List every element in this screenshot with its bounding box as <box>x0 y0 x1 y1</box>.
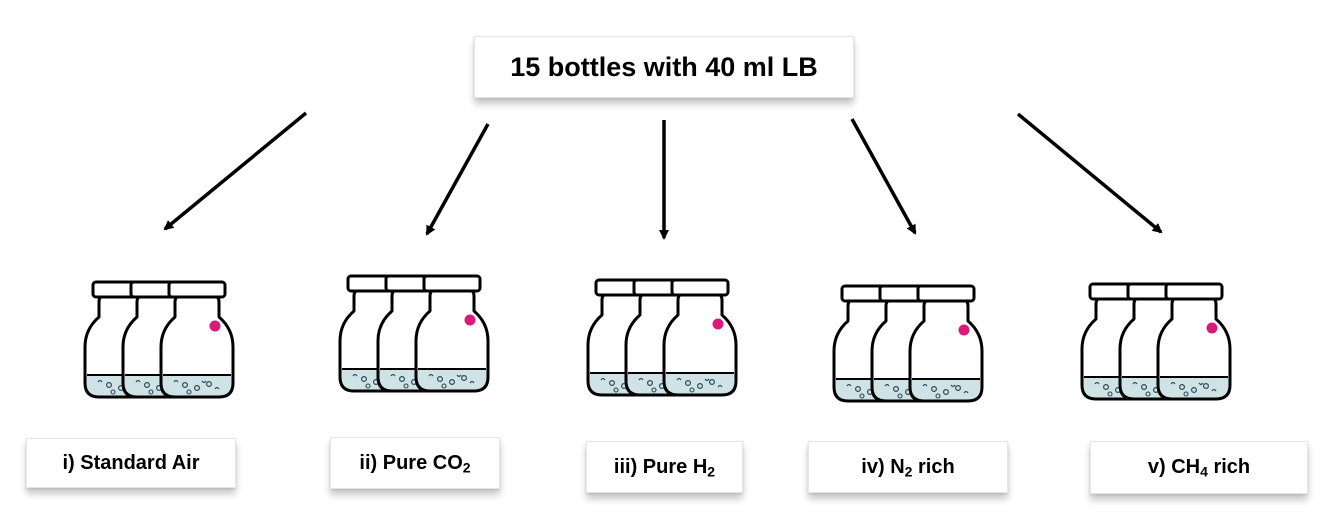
group-label-text: v) CH4 rich <box>1147 456 1251 480</box>
arrow-to-group-4 <box>850 118 917 235</box>
group-label-n2-rich: iv) N2 rich <box>808 441 1008 493</box>
group-label-pure-co2: ii) Pure CO2 <box>330 437 500 489</box>
arrow-to-group-2 <box>425 123 490 236</box>
group-label-text: iii) Pure H2 <box>613 455 716 479</box>
bottle-triplet-icon-3 <box>584 280 740 397</box>
group-label-standard-air: i) Standard Air <box>26 438 236 488</box>
source-bottles-box: 15 bottles with 40 ml LB <box>474 36 854 98</box>
group-label-text: iv) N2 rich <box>861 455 955 479</box>
arrow-to-group-1 <box>163 111 308 231</box>
group-label-pure-h2: iii) Pure H2 <box>586 441 743 493</box>
group-label-ch4-rich: v) CH4 rich <box>1090 441 1308 494</box>
bottle-triplet-icon-4 <box>830 286 986 403</box>
group-label-text: i) Standard Air <box>62 451 200 474</box>
bottle-triplet-icon-5 <box>1078 284 1234 401</box>
source-bottles-label: 15 bottles with 40 ml LB <box>510 51 818 82</box>
bottle-triplet-icon-1 <box>81 282 237 399</box>
arrow-to-group-5 <box>1016 112 1163 234</box>
group-label-text: ii) Pure CO2 <box>359 451 471 475</box>
bottle-triplet-icon-2 <box>336 276 492 393</box>
